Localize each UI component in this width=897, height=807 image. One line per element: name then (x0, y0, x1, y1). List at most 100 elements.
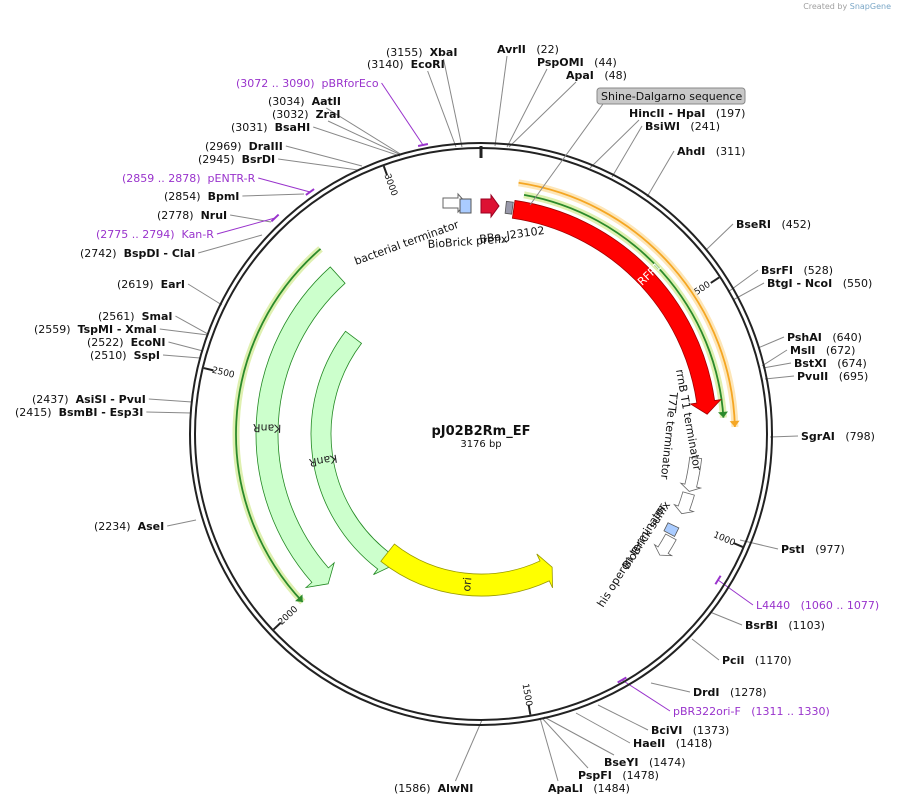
leader-AseI (167, 519, 197, 527)
site-position: (3031) (231, 121, 268, 134)
leader-lines (146, 55, 799, 782)
site-name: PciI (722, 654, 744, 667)
site-position: (672) (826, 344, 856, 357)
site-HincII[interactable]: HincII - HpaI(197) (629, 107, 745, 120)
outer-arrowhead-green-left (295, 594, 303, 603)
site-name: EcoRI (411, 58, 445, 71)
feature-label-KanR-2: KanR (308, 452, 338, 469)
outer-arrowhead-orange (729, 420, 740, 427)
site-TspMI[interactable]: (2559)TspMI - XmaI (34, 323, 157, 336)
leader-EarI (187, 283, 223, 306)
backbone-outer-ring (189, 142, 773, 726)
site-PspFI[interactable]: PspFI(1478) (578, 769, 659, 782)
site-ApaI[interactable]: ApaI(48) (566, 69, 627, 82)
feature-mRFP1[interactable] (511, 200, 722, 415)
site-SmaI[interactable]: (2561)SmaI (98, 310, 172, 323)
site-name: DraIII (249, 140, 283, 153)
feature-text-4: T7Te terminator (658, 391, 680, 481)
site-BsrBI[interactable]: BsrBI(1103) (745, 619, 825, 632)
small-feature-BioBrick suffix[interactable] (663, 522, 680, 537)
site-name: ApaI (566, 69, 594, 82)
site-NruI[interactable]: (2778)NruI (157, 209, 227, 222)
site-BpmI[interactable]: (2854)BpmI (164, 190, 239, 203)
site-AatII[interactable]: (3034)AatII (268, 95, 341, 108)
site-BseRI[interactable]: BseRI(452) (736, 218, 811, 231)
site-BsrDI[interactable]: (2945)BsrDI (198, 153, 275, 166)
leader-AvrII (494, 55, 508, 147)
shine-dalgarno-box[interactable] (596, 87, 746, 105)
site-BspDI[interactable]: (2742)BspDI - ClaI (80, 247, 195, 260)
site-position: (2234) (94, 520, 131, 533)
site-PstI[interactable]: PstI(977) (781, 543, 845, 556)
leader-Kan-R (216, 217, 276, 235)
site-BsrFI[interactable]: BsrFI(528) (761, 264, 833, 277)
site-AhdI[interactable]: AhdI(311) (677, 145, 745, 158)
feature-text-6: his operon terminator (595, 501, 670, 610)
site-pBR322ori-F[interactable]: pBR322ori-F(1311 .. 1330) (673, 705, 830, 718)
site-EcoNI[interactable]: (2522)EcoNI (87, 336, 165, 349)
site-BsiWI[interactable]: BsiWI(241) (645, 120, 720, 133)
site-position: (695) (839, 370, 869, 383)
credit-prefix: Created by (803, 2, 848, 11)
feature-KanR-2[interactable] (310, 330, 395, 575)
site-pENTR-R[interactable]: (2859 .. 2878)pENTR-R (122, 172, 256, 185)
leader-BsrBI (709, 611, 743, 626)
site-DraIII[interactable]: (2969)DraIII (205, 140, 283, 153)
site-EcoRI[interactable]: (3140)EcoRI (367, 58, 445, 71)
site-XbaI[interactable]: (3155)XbaI (386, 46, 457, 59)
leader-AhdI (646, 150, 675, 198)
site-position: (1278) (730, 686, 767, 699)
site-position: (1170) (755, 654, 792, 667)
site-L4440[interactable]: L4440(1060 .. 1077) (756, 599, 879, 612)
site-PspOMI[interactable]: PspOMI(44) (537, 56, 617, 69)
site-PvuII[interactable]: PvuII(695) (797, 370, 868, 383)
site-name: BseRI (736, 218, 771, 231)
terminator-rrnB-T1[interactable] (679, 456, 703, 492)
tick-label-2500: 2500 (211, 366, 236, 381)
site-AlwNI[interactable]: (1586)AlwNI (394, 782, 473, 795)
site-BseYI[interactable]: BseYI(1474) (604, 756, 686, 769)
site-position: (640) (832, 331, 862, 344)
site-ApaLI[interactable]: ApaLI(1484) (548, 782, 630, 795)
site-ZraI[interactable]: (3032)ZraI (272, 108, 340, 121)
leader-ZraI (327, 120, 402, 156)
site-name: NruI (201, 209, 228, 222)
primer-mark-Kan-R (270, 213, 280, 223)
site-position: (674) (837, 357, 867, 370)
feature-KanR-1[interactable] (255, 266, 346, 589)
small-features (504, 200, 680, 537)
site-Kan-R[interactable]: (2775 .. 2794)Kan-R (96, 228, 214, 241)
site-BsmBI[interactable]: (2415)BsmBI - Esp3I (15, 406, 143, 419)
site-PshAI[interactable]: PshAI(640) (787, 331, 862, 344)
small-feature-BBa_J23102[interactable] (504, 200, 514, 215)
site-position: (2522) (87, 336, 124, 349)
site-PciI[interactable]: PciI (1170) (722, 654, 792, 667)
site-BtgI[interactable]: BtgI - NcoI(550) (767, 277, 872, 290)
site-BciVI[interactable]: BciVI(1373) (651, 724, 729, 737)
site-position: (798) (845, 430, 875, 443)
tick-2000 (272, 621, 282, 631)
site-EarI[interactable]: (2619)EarI (117, 278, 185, 291)
site-SgrAI[interactable]: SgrAI(798) (801, 430, 875, 443)
site-BsaHI[interactable]: (3031)BsaHI (231, 121, 310, 134)
terminator-his-operon[interactable] (653, 533, 677, 557)
terminator-T7Te[interactable] (673, 491, 696, 515)
leader-EcoRI (427, 70, 457, 148)
site-BstXI[interactable]: BstXI(674) (794, 357, 867, 370)
site-DrdI[interactable]: DrdI(1278) (693, 686, 767, 699)
biobrick-prefix-glyph (459, 198, 472, 214)
site-SspI[interactable]: (2510)SspI (90, 349, 160, 362)
site-AvrII[interactable]: AvrII(22) (497, 43, 559, 56)
leader-BstXI (762, 362, 792, 369)
site-name: ZraI (316, 108, 341, 121)
site-pBRforEco[interactable]: (3072 .. 3090)pBRforEco (236, 77, 379, 90)
site-MslI[interactable]: MslI(672) (790, 344, 855, 357)
site-position: (2945) (198, 153, 235, 166)
feature-ori[interactable] (380, 543, 553, 597)
shine-dalgarno-callout: Shine-Dalgarno sequence (529, 87, 746, 206)
site-HaeII[interactable]: HaeII(1418) (633, 737, 712, 750)
site-AseI[interactable]: (2234)AseI (94, 520, 164, 533)
site-AsiSI[interactable]: (2437)AsiSI - PvuI (32, 393, 146, 406)
feature-label-KanR-1: KanR (252, 421, 281, 435)
